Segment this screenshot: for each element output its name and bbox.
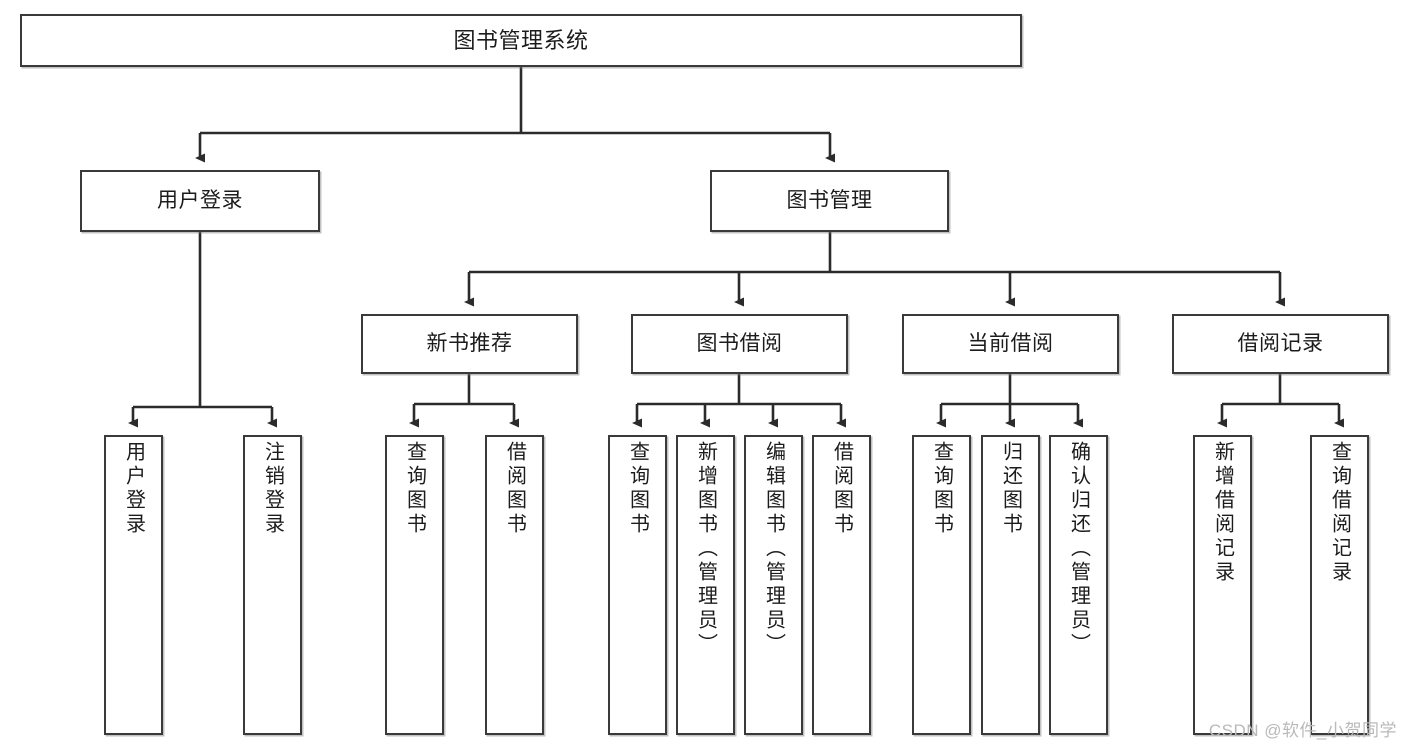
node-label: 查询图书 [403, 441, 426, 537]
node-book-management[interactable]: 图书管理 [710, 170, 949, 232]
leaf-recommend-borrow-book[interactable]: 借阅图书 [485, 435, 544, 735]
leaf-record-query-record[interactable]: 查询借阅记录 [1310, 435, 1369, 735]
leaf-borrow-edit-book[interactable]: 编辑图书（管理员） [744, 435, 803, 735]
node-label: 图书管理 [786, 188, 873, 212]
node-label: 用户登录 [122, 441, 145, 537]
node-label: 借阅图书 [503, 441, 526, 537]
node-label: 确认归还（管理员） [1067, 441, 1090, 657]
leaf-borrow-borrow-book[interactable]: 借阅图书 [812, 435, 871, 735]
leaf-record-add-record[interactable]: 新增借阅记录 [1193, 435, 1252, 735]
node-label: 图书借阅 [696, 331, 783, 355]
leaf-current-confirm-return[interactable]: 确认归还（管理员） [1049, 435, 1108, 735]
node-label: 查询借阅记录 [1328, 441, 1351, 585]
leaf-current-return-book[interactable]: 归还图书 [981, 435, 1040, 735]
node-label: 借阅图书 [830, 441, 853, 537]
node-label: 归还图书 [999, 441, 1022, 537]
leaf-borrow-add-book[interactable]: 新增图书（管理员） [676, 435, 735, 735]
node-label: 新增图书（管理员） [694, 441, 717, 657]
node-root-system[interactable]: 图书管理系统 [20, 14, 1022, 67]
node-label: 当前借阅 [967, 331, 1054, 355]
node-label: 借阅记录 [1237, 331, 1324, 355]
leaf-user-login-signin[interactable]: 用户登录 [104, 435, 163, 735]
node-label: 新增借阅记录 [1211, 441, 1234, 585]
node-label: 用户登录 [157, 188, 243, 212]
node-label: 查询图书 [930, 441, 953, 537]
node-label: 新书推荐 [426, 331, 513, 355]
node-label: 图书管理系统 [453, 27, 589, 53]
leaf-borrow-query-book[interactable]: 查询图书 [608, 435, 667, 735]
node-book-borrow[interactable]: 图书借阅 [631, 314, 848, 374]
node-user-login[interactable]: 用户登录 [80, 170, 320, 232]
node-label: 查询图书 [626, 441, 649, 537]
csdn-watermark: CSDN @软件_小贺同学 [1208, 721, 1397, 740]
node-label: 编辑图书（管理员） [762, 441, 785, 657]
node-borrow-record[interactable]: 借阅记录 [1172, 314, 1389, 374]
leaf-current-query-book[interactable]: 查询图书 [912, 435, 971, 735]
leaf-recommend-query-book[interactable]: 查询图书 [385, 435, 444, 735]
node-current-borrow[interactable]: 当前借阅 [902, 314, 1119, 374]
node-new-book-recommend[interactable]: 新书推荐 [361, 314, 578, 374]
leaf-user-login-signout[interactable]: 注销登录 [243, 435, 302, 735]
node-label: 注销登录 [261, 441, 284, 537]
